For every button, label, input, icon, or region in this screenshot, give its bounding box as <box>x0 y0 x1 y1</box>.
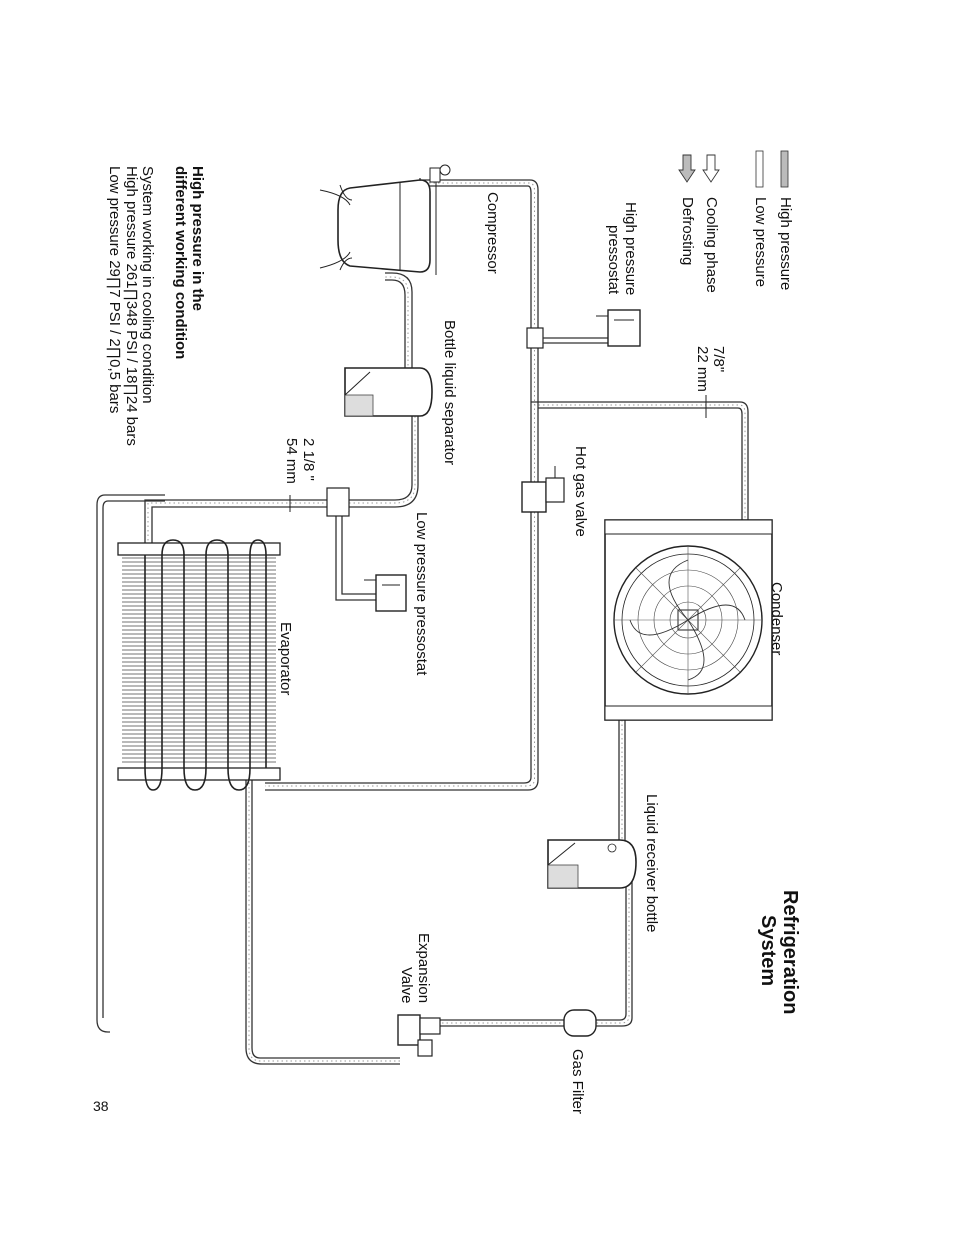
legend <box>678 150 789 188</box>
liquid-receiver-bottle-icon <box>547 839 637 889</box>
high-pressure-swatch <box>780 150 789 188</box>
gas-filter-icon <box>563 1009 597 1037</box>
compressor-icon <box>319 164 451 275</box>
pipes <box>96 178 749 1065</box>
label-gas-filter: Gas Filter <box>569 1049 586 1114</box>
legend-low-pressure: Low pressure <box>752 197 769 287</box>
expansion-valve-icon <box>397 1014 441 1057</box>
notes-heading-2: different working condition <box>172 166 189 359</box>
label-expansion-valve-2: Valve <box>398 967 415 1003</box>
label-dim-22mm: 22 mm <box>694 346 711 392</box>
label-compressor: Compressor <box>484 192 501 274</box>
notes-line-1: System working in cooling condition <box>139 166 156 404</box>
label-high-pressure-pressostat-1: High pressure <box>622 202 639 295</box>
evaporator-icon <box>117 539 281 791</box>
label-hot-gas-valve: Hot gas valve <box>572 446 589 537</box>
label-dim-2-1-8: 2 1/8 " <box>300 438 317 481</box>
label-low-pressure-pressostat: Low pressure pressostat <box>413 512 430 676</box>
label-expansion-valve-1: Expansion <box>415 933 432 1003</box>
dimension-ticks <box>289 395 707 512</box>
cooling-phase-arrow-icon <box>702 154 720 183</box>
label-high-pressure-pressostat-2: pressostat <box>605 225 622 295</box>
legend-high-pressure: High pressure <box>777 197 794 290</box>
page-number: 38 <box>93 1098 109 1114</box>
label-bottle-liquid-separator: Bottle liquid separator <box>441 320 458 465</box>
notes-line-3: Low pressure 29∏7 PSI / 2∏0,5 bars <box>106 166 123 413</box>
condenser-icon <box>604 519 773 721</box>
low-pressure-pressostat-icon <box>364 574 407 612</box>
title-line1: Refrigeration <box>779 890 801 1014</box>
legend-defrosting: Defrosting <box>679 197 696 265</box>
low-pressure-swatch <box>755 150 764 188</box>
label-dim-54mm: 54 mm <box>283 438 300 484</box>
hot-gas-valve-icon <box>521 466 565 513</box>
title-line2: System <box>757 915 779 986</box>
label-evaporator: Evaporator <box>277 622 294 695</box>
labels: Refrigeration System High pressure Low p… <box>106 166 801 1114</box>
high-pressure-pressostat-icon <box>596 309 641 347</box>
label-condenser: Condenser <box>768 582 785 655</box>
defrosting-arrow-icon <box>678 154 696 183</box>
legend-cooling-phase: Cooling phase <box>703 197 720 293</box>
label-dim-7-8: 7/8" <box>710 346 727 372</box>
notes-heading-1: High pressure in the <box>189 166 206 311</box>
liquid-separator-icon <box>344 367 433 417</box>
label-liquid-receiver-bottle: Liquid receiver bottle <box>643 794 660 932</box>
notes-line-2: High pressure 261∏348 PSI / 18∏24 bars <box>123 166 140 446</box>
